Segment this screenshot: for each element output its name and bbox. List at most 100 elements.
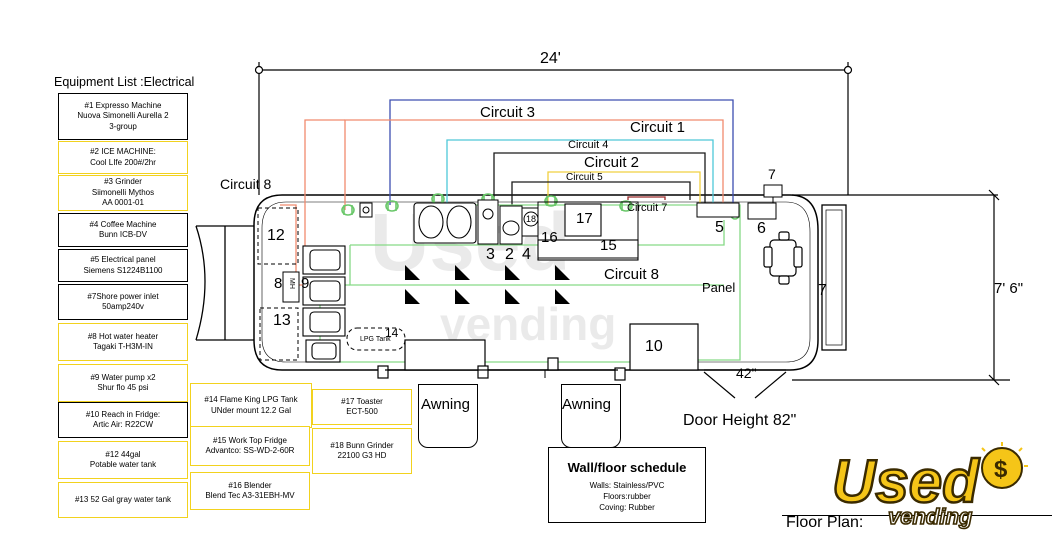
floor-plan-label: Floor Plan: <box>786 514 864 531</box>
circuit-7-label: Circuit 7 <box>627 202 668 214</box>
floor-triangles <box>405 265 570 304</box>
equipment-item: #2 ICE MACHINE:Cool LIfe 200#/2hr <box>58 141 188 174</box>
length-dimension: 24' <box>540 50 561 67</box>
awning-right <box>561 384 621 448</box>
floor-plan-rule <box>782 515 1052 516</box>
label-10: 10 <box>645 338 663 355</box>
equipment-item-line: #15 Work Top Fridge <box>213 435 287 445</box>
equipment-item-line: #13 52 Gal gray water tank <box>74 494 172 504</box>
trailer-tongue <box>195 225 254 341</box>
svg-text:$: $ <box>994 456 1008 483</box>
label-17: 17 <box>576 210 593 227</box>
schedule-walls: Walls: Stainless/PVC <box>589 481 665 490</box>
awning-left <box>418 384 478 448</box>
schedule-title: Wall/floor schedule <box>567 460 687 475</box>
equipment-item-line: Shur flo 45 psi <box>97 383 149 392</box>
label-16: 16 <box>541 229 558 246</box>
circuit-3-wire <box>389 99 734 210</box>
equipment-item-line: #3 Grinder <box>104 177 142 187</box>
svg-text:Used: Used <box>832 448 980 515</box>
equipment-item-line: Advantco: SS-WD-2-60R <box>205 446 295 455</box>
label-15: 15 <box>600 237 617 254</box>
trailer-outline <box>253 194 819 371</box>
logo-graphic: Used $ vending <box>831 442 1028 530</box>
equipment-list-title: Equipment List :Electrical <box>54 75 195 89</box>
side-door <box>703 369 787 399</box>
width-dimension: 7' 6" <box>994 280 1024 297</box>
label-6: 6 <box>757 220 766 237</box>
label-panel: Panel <box>702 280 736 295</box>
width-dimension-line <box>792 189 1010 386</box>
equipment-item-line: Siemens S1224B1100 <box>83 265 163 275</box>
equipment-item: #13 52 Gal gray water tank <box>58 482 188 518</box>
schedule-coving: Coving: Rubber <box>599 503 655 512</box>
label-18: 18 <box>526 214 537 224</box>
circuit-1-wire <box>344 119 724 210</box>
equipment-item-line: 3-group <box>109 121 137 131</box>
equipment-item-line: Bunn ICB-DV <box>98 230 148 239</box>
equipment-item-line: 22100 G3 HD <box>337 451 387 460</box>
equipment-item-line: #12 44gal <box>105 449 141 459</box>
label-5: 5 <box>715 219 724 236</box>
equipment-item-line: Nuova Simonelli Aurella 2 <box>77 111 169 121</box>
grinders <box>477 199 539 245</box>
circuit-4-wire <box>446 139 714 210</box>
length-dimension-line <box>254 62 853 195</box>
reach-in-fridge <box>629 323 699 371</box>
equipment-item-line: Blend Tec A3-31EBH-MV <box>205 491 295 500</box>
equipment-item-line: ECT-500 <box>346 407 378 416</box>
gray-water-tank <box>259 307 299 361</box>
awning-left-label: Awning <box>421 396 470 413</box>
equipment-item-line: #2 ICE MACHINE: <box>90 147 156 156</box>
circuit-4-label: Circuit 4 <box>568 139 609 151</box>
equipment-item-line: #10 Reach in Fridge: <box>85 409 161 419</box>
espresso-machine <box>413 202 477 244</box>
svg-text:vending: vending <box>888 504 973 529</box>
equipment-item-line: #14 Flame King LPG Tank <box>204 395 298 404</box>
label-14: 14 <box>385 326 399 340</box>
label-4: 4 <box>522 246 531 263</box>
label-lpg-tank: LPG Tank <box>360 336 391 343</box>
equipment-item-line: Siimonelli Mythos <box>91 187 155 197</box>
circuit-5-label: Circuit 5 <box>566 172 603 183</box>
label-9: 9 <box>301 275 310 292</box>
circuit-8-outside-label: Circuit 8 <box>220 176 272 192</box>
equipment-item-line: #7Shore power inlet <box>87 291 159 301</box>
circuit-8-wire <box>350 220 725 246</box>
schedule-floors: Floors:rubber <box>603 492 651 501</box>
seat-icon <box>763 231 803 285</box>
label-mh: MH <box>287 278 295 289</box>
outlet-icons-left <box>359 202 373 218</box>
equipment-item-line: #1 Expresso Machine <box>84 100 162 110</box>
circuit-8-inside-label: Circuit 8 <box>604 266 660 283</box>
circuit-1-label: Circuit 1 <box>630 119 686 136</box>
usedvending-logo: Used $ vending <box>830 440 1050 532</box>
equipment-item-line: #17 Toaster <box>341 396 383 406</box>
potable-water-tank <box>257 207 299 265</box>
circuit-3-label: Circuit 3 <box>480 104 536 121</box>
window-frames <box>377 339 626 381</box>
label-3: 3 <box>486 246 495 263</box>
equipment-item: #10 Reach in Fridge:Artic Air: R22CW <box>58 402 188 438</box>
equipment-item-line: #18 Bunn Grinder <box>330 440 394 450</box>
label-2: 2 <box>505 246 514 263</box>
equipment-item-line: #4 Coffee Machine <box>89 219 157 229</box>
equipment-item-line: #16 Blender <box>228 480 272 490</box>
equipment-item-line: AA 0001-01 <box>102 198 144 208</box>
hot-water-heater <box>282 271 300 303</box>
label-8: 8 <box>274 275 283 292</box>
equipment-item-line: UNder mount 12.2 Gal <box>210 405 292 415</box>
